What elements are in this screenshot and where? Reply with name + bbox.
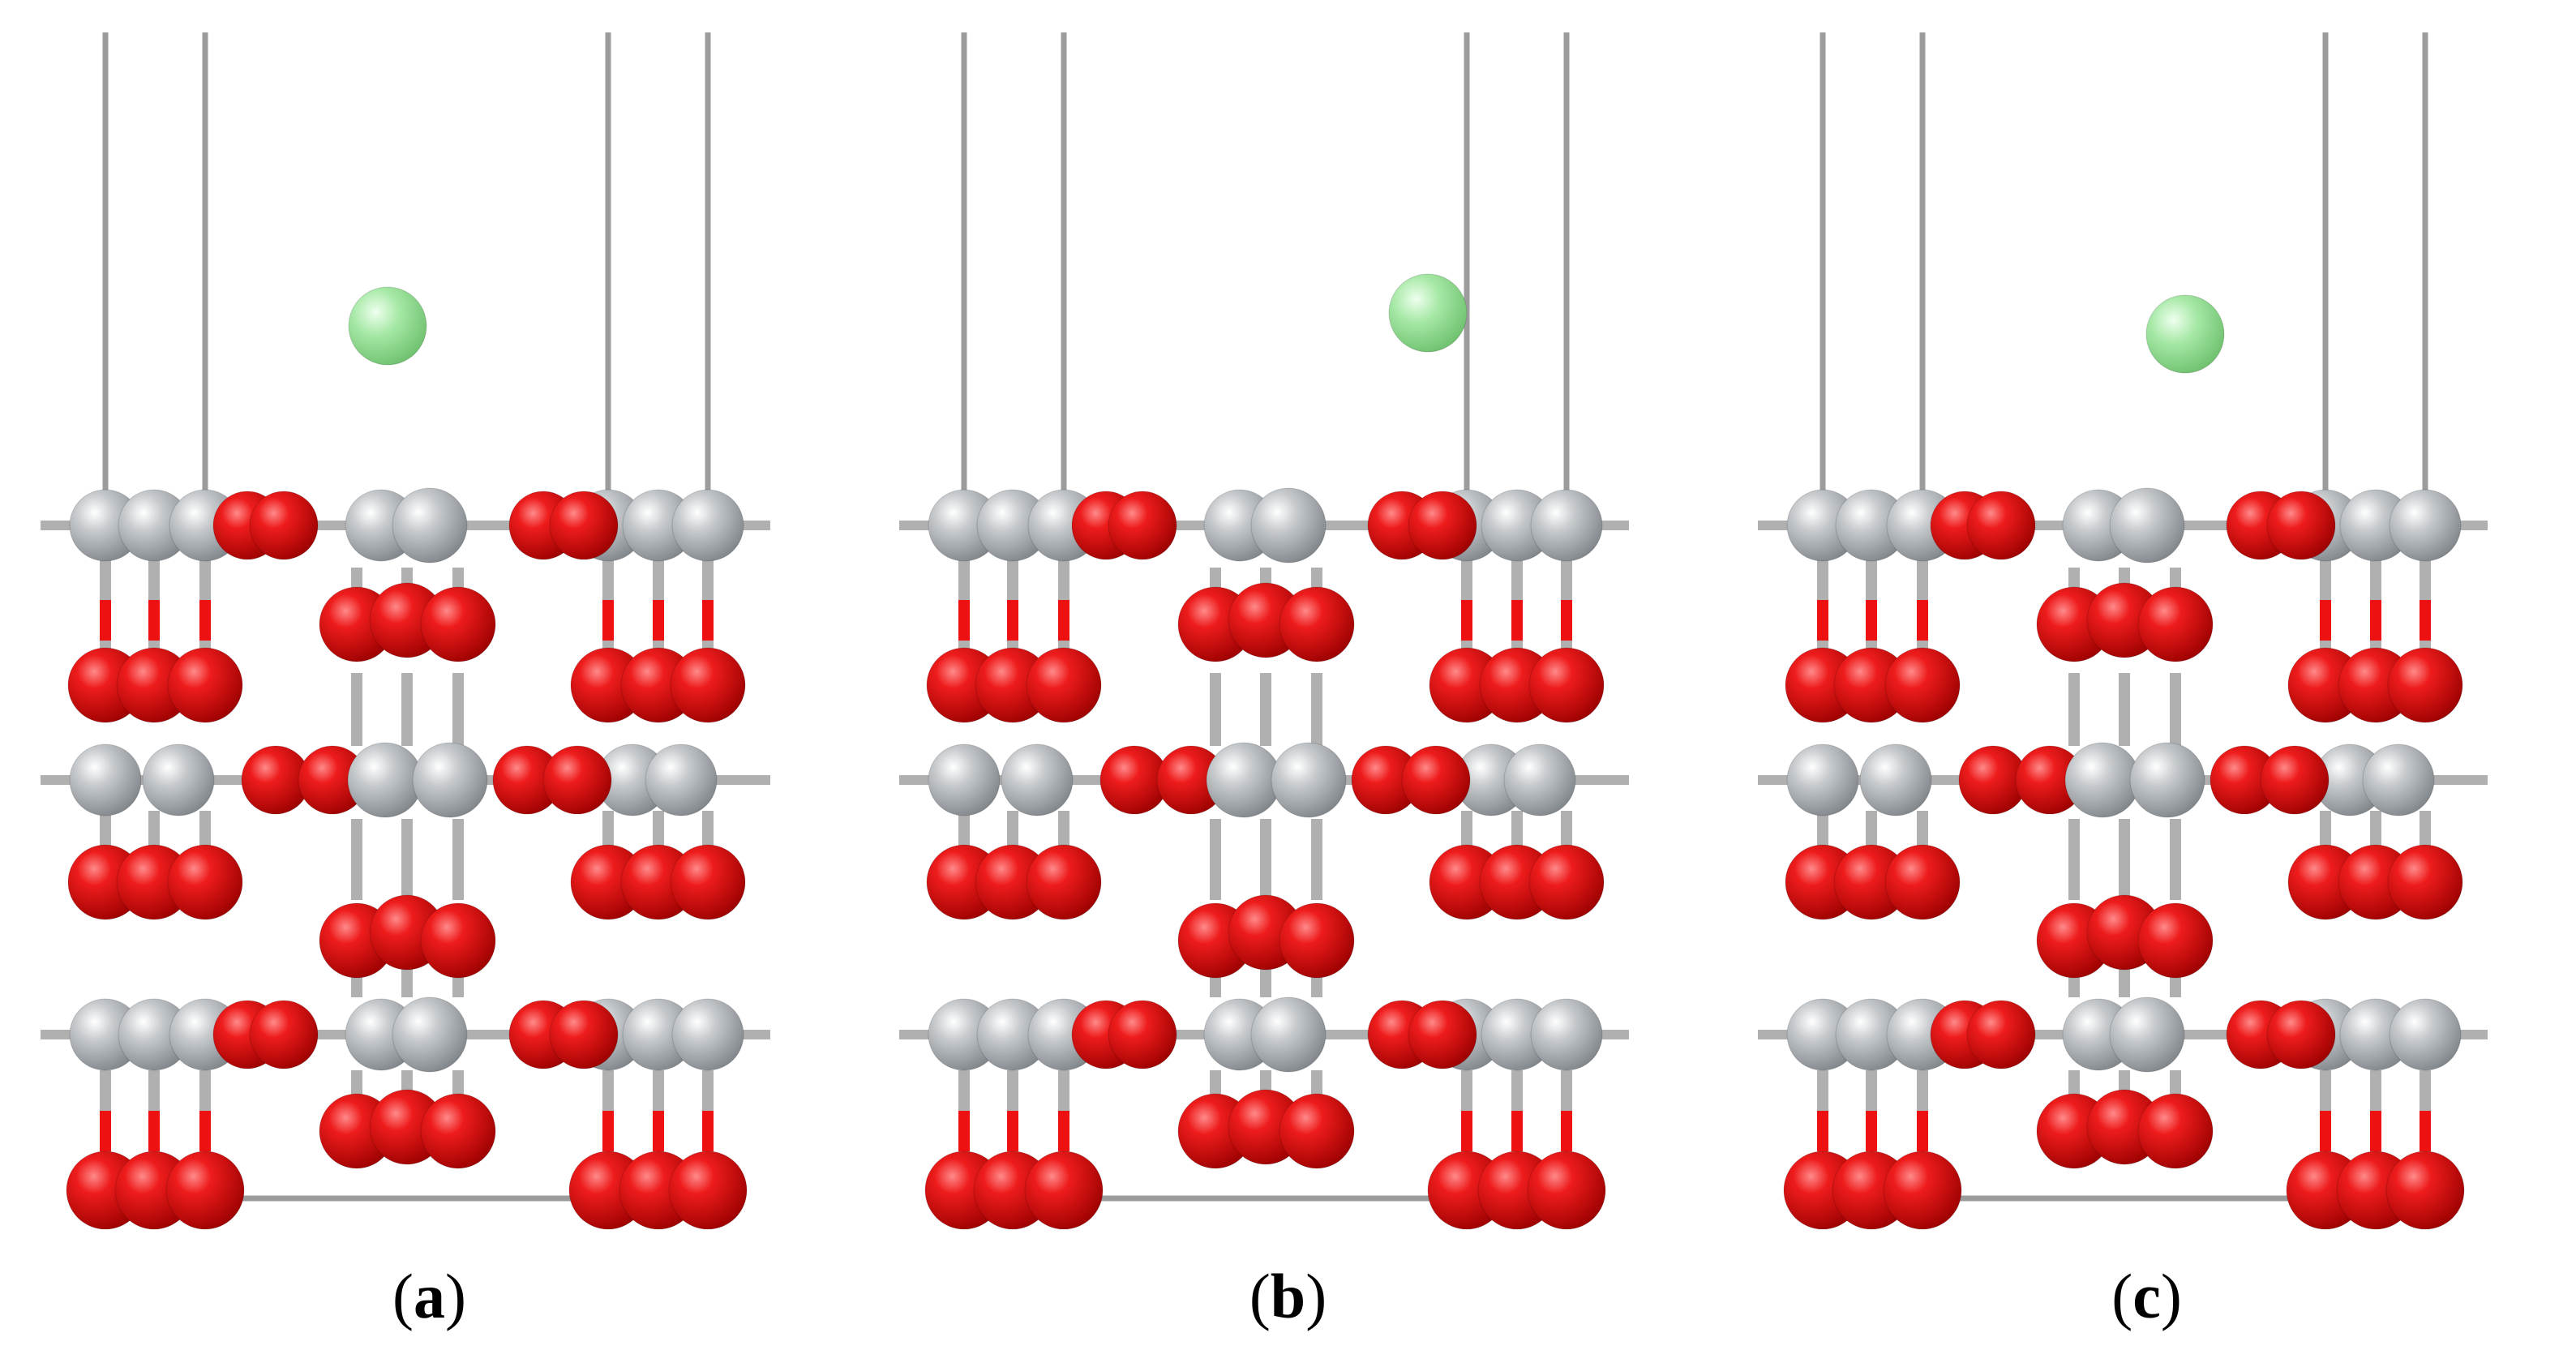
metal-atom (2362, 744, 2435, 816)
panel-b-caption: (b) (1249, 1261, 1327, 1331)
oxygen-atom (1279, 586, 1355, 662)
metal-atom (671, 489, 744, 562)
metal-atom (1786, 744, 1859, 816)
panel-a: (a) (0, 0, 859, 1350)
metal-atom (1250, 487, 1327, 564)
metal-atom (645, 744, 718, 816)
metal-atom (392, 996, 468, 1073)
metal-atom (1001, 744, 1074, 816)
oxygen-atom (1408, 1000, 1477, 1069)
panel-b-structure (899, 32, 1629, 1230)
oxygen-atom (542, 745, 612, 815)
panel-b: (b) (859, 0, 1717, 1350)
oxygen-atom (1108, 491, 1177, 560)
metal-atom (1250, 996, 1327, 1073)
panel-c: (c) (1717, 0, 2576, 1350)
oxygen-atom (420, 902, 496, 979)
adatom (348, 286, 427, 366)
oxygen-atom (1279, 902, 1355, 979)
oxygen-atom (1528, 844, 1605, 920)
panel-c-caption: (c) (2111, 1261, 2182, 1331)
oxygen-atom (1527, 1151, 1606, 1230)
oxygen-atom (668, 1151, 748, 1230)
oxygen-atom (2387, 647, 2463, 723)
metal-atom (142, 744, 215, 816)
panel-c-structure (1758, 32, 2488, 1230)
panel-c-label: c (2132, 1261, 2161, 1331)
oxygen-atom (249, 1000, 319, 1069)
oxygen-atom (2387, 844, 2463, 920)
metal-atom (2389, 489, 2462, 562)
oxygen-atom (1024, 1151, 1104, 1230)
oxygen-atom (1108, 1000, 1177, 1069)
oxygen-atom (2137, 902, 2214, 979)
metal-atom (2109, 487, 2185, 564)
oxygen-atom (165, 1151, 245, 1230)
metal-atom (69, 744, 142, 816)
oxygen-atom (1528, 647, 1605, 723)
oxygen-atom (1401, 745, 1471, 815)
oxygen-atom (167, 647, 243, 723)
oxygen-atom (1884, 844, 1961, 920)
adatom (1388, 273, 1468, 353)
metal-atom (2129, 742, 2205, 818)
oxygen-atom (420, 1093, 496, 1169)
metal-atom (1859, 744, 1932, 816)
oxygen-atom (2137, 1093, 2214, 1169)
oxygen-atom (2266, 491, 2336, 560)
oxygen-atom (167, 844, 243, 920)
oxygen-atom (420, 586, 496, 662)
metal-atom (1530, 998, 1603, 1071)
metal-atom (671, 998, 744, 1071)
metal-atom (347, 742, 423, 818)
oxygen-atom (1966, 491, 2036, 560)
oxygen-atom (1883, 1151, 1962, 1230)
oxygen-atom (549, 491, 619, 560)
panel-b-label: b (1270, 1261, 1306, 1331)
metal-atom (1206, 742, 1282, 818)
panel-a-structure (41, 32, 770, 1230)
metal-atom (1530, 489, 1603, 562)
panel-a-label: a (414, 1261, 445, 1331)
oxygen-atom (2137, 586, 2214, 662)
oxygen-atom (1279, 1093, 1355, 1169)
metal-atom (2389, 998, 2462, 1071)
oxygen-atom (1884, 647, 1961, 723)
oxygen-atom (1026, 844, 1102, 920)
oxygen-atom (2260, 745, 2330, 815)
panel-a-caption: (a) (392, 1261, 466, 1331)
metal-atom (928, 744, 1001, 816)
oxygen-atom (670, 844, 746, 920)
oxygen-atom (2266, 1000, 2336, 1069)
oxygen-atom (2385, 1151, 2465, 1230)
oxygen-atom (1026, 647, 1102, 723)
oxygen-atom (249, 491, 319, 560)
oxygen-atom (1966, 1000, 2036, 1069)
metal-atom (412, 742, 488, 818)
oxygen-atom (670, 647, 746, 723)
oxygen-atom (1408, 491, 1477, 560)
metal-atom (2064, 742, 2141, 818)
oxygen-atom (549, 1000, 619, 1069)
metal-atom (392, 487, 468, 564)
metal-atom (1503, 744, 1576, 816)
metal-atom (1271, 742, 1347, 818)
adatom (2145, 294, 2225, 374)
metal-atom (2109, 996, 2185, 1073)
